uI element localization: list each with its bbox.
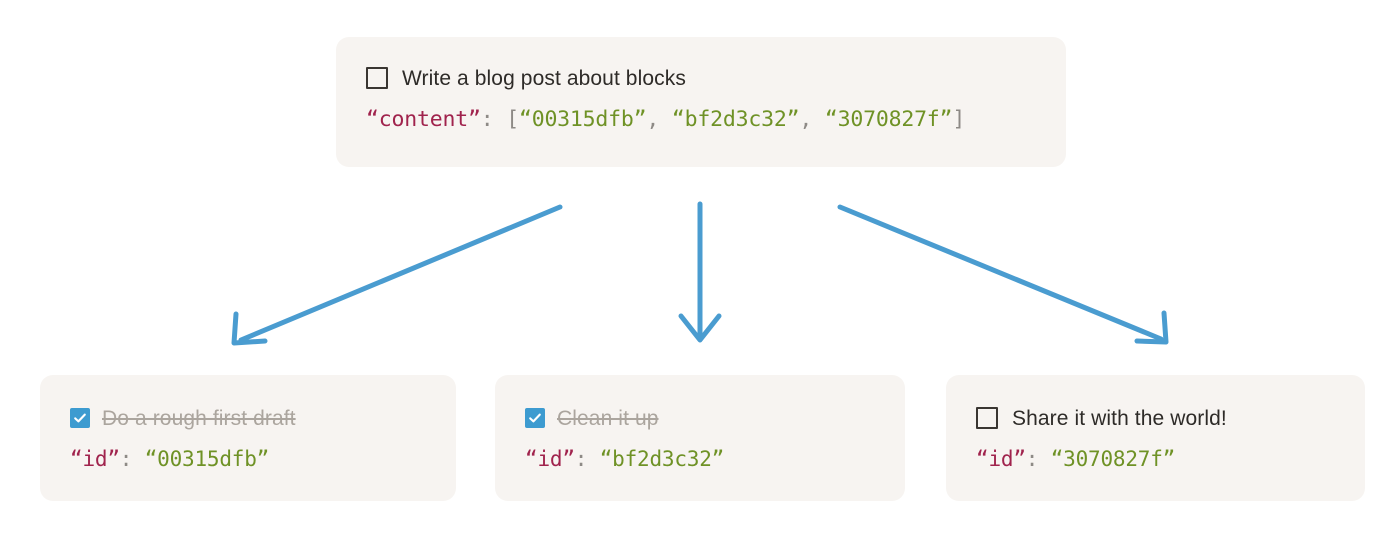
json-colon: : bbox=[119, 447, 133, 471]
checkbox-unchecked-icon[interactable] bbox=[976, 407, 998, 429]
arrow-to-child-1 bbox=[678, 201, 722, 343]
json-array-item-1: “bf2d3c32” bbox=[671, 107, 800, 132]
json-key: “id” bbox=[525, 447, 575, 471]
json-value: “bf2d3c32” bbox=[599, 447, 725, 471]
json-close-bracket: ] bbox=[952, 107, 966, 132]
child-task-label-1: Clean it up bbox=[557, 406, 659, 430]
child-json-line-1: “id”: “bf2d3c32” bbox=[525, 446, 875, 472]
json-separator-1: , bbox=[799, 107, 825, 132]
json-open-bracket: [ bbox=[506, 107, 519, 132]
json-value: “00315dfb” bbox=[144, 447, 270, 471]
child-task-card-0[interactable]: Do a rough first draft “id”: “00315dfb” bbox=[40, 375, 456, 501]
parent-task-label: Write a blog post about blocks bbox=[402, 66, 686, 90]
json-array-item-0: “00315dfb” bbox=[518, 107, 647, 132]
parent-json-line: “content”: [“00315dfb”, “bf2d3c32”, “307… bbox=[366, 107, 1036, 134]
json-colon: : bbox=[574, 447, 588, 471]
json-separator-0: , bbox=[646, 107, 672, 132]
json-key: “id” bbox=[976, 447, 1026, 471]
checkbox-unchecked-icon[interactable] bbox=[366, 67, 388, 89]
json-value: “3070827f” bbox=[1050, 447, 1176, 471]
json-key: “id” bbox=[70, 447, 120, 471]
child-json-line-2: “id”: “3070827f” bbox=[976, 446, 1335, 472]
child-task-row-1[interactable]: Clean it up bbox=[525, 403, 875, 433]
child-task-row-0[interactable]: Do a rough first draft bbox=[70, 403, 426, 433]
child-task-label-0: Do a rough first draft bbox=[102, 406, 296, 430]
parent-task-card[interactable]: Write a blog post about blocks “content”… bbox=[336, 37, 1066, 167]
checkbox-checked-icon[interactable] bbox=[525, 408, 545, 428]
arrow-to-child-0 bbox=[231, 204, 563, 346]
json-colon: : bbox=[480, 107, 494, 132]
checkbox-checked-icon[interactable] bbox=[70, 408, 90, 428]
json-array-item-2: “3070827f” bbox=[824, 107, 953, 132]
arrow-to-child-2 bbox=[837, 204, 1169, 345]
json-colon: : bbox=[1025, 447, 1039, 471]
child-json-line-0: “id”: “00315dfb” bbox=[70, 446, 426, 472]
child-task-label-2: Share it with the world! bbox=[1012, 406, 1227, 430]
child-task-row-2[interactable]: Share it with the world! bbox=[976, 403, 1335, 433]
json-key: “content” bbox=[366, 107, 481, 132]
child-task-card-2[interactable]: Share it with the world! “id”: “3070827f… bbox=[946, 375, 1365, 501]
parent-task-row[interactable]: Write a blog post about blocks bbox=[366, 63, 1036, 93]
child-task-card-1[interactable]: Clean it up “id”: “bf2d3c32” bbox=[495, 375, 905, 501]
